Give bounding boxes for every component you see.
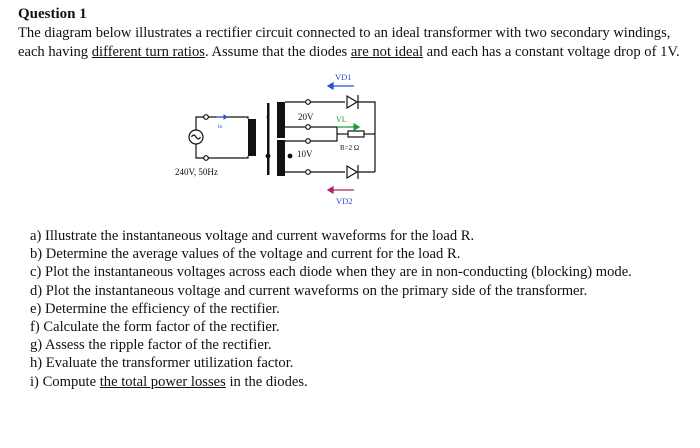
load-resistor-icon bbox=[347, 130, 365, 138]
transformer-primary-winding bbox=[248, 119, 256, 156]
question-list: a) Illustrate the instantaneous voltage … bbox=[30, 227, 690, 391]
question-i-post: in the diodes. bbox=[225, 373, 308, 390]
vd1-arrow-icon bbox=[326, 81, 354, 91]
intro-text-3: and each has a constant voltage drop of … bbox=[423, 44, 680, 60]
question-heading: Question 1 bbox=[18, 6, 87, 22]
is-arrow-icon bbox=[216, 114, 228, 120]
question-i-pre: i) Compute bbox=[30, 373, 100, 390]
question-intro: The diagram below illustrates a rectifie… bbox=[18, 24, 683, 62]
lower-voltage-label: 10V bbox=[297, 149, 313, 159]
intro-text-1: The diagram below illustrates a rectifie… bbox=[18, 25, 671, 60]
question-item-h: h) Evaluate the transformer utilization … bbox=[30, 355, 294, 372]
resistor-label: R=2 Ω bbox=[340, 144, 359, 152]
question-item-c: c) Plot the instantaneous voltages acros… bbox=[30, 264, 632, 281]
ac-sine-glyph bbox=[190, 134, 202, 140]
vl-arrow-icon bbox=[337, 122, 361, 132]
question-item-a: a) Illustrate the instantaneous voltage … bbox=[30, 228, 475, 244]
diode-d2-icon bbox=[346, 164, 359, 180]
question-i-underlined: the total power losses bbox=[99, 373, 226, 390]
question-item-f: f) Calculate the form factor of the rect… bbox=[30, 319, 280, 336]
question-item-i: i) Compute the total power losses in the… bbox=[30, 373, 690, 391]
is-label: is bbox=[218, 124, 223, 130]
upper-voltage-label: 20V bbox=[298, 112, 314, 122]
transformer-upper-secondary bbox=[277, 102, 285, 138]
transformer-lower-secondary bbox=[277, 140, 285, 176]
intro-underlined-not-ideal: are not ideal bbox=[350, 44, 424, 60]
question-item-e: e) Determine the efficiency of the recti… bbox=[30, 300, 280, 317]
intro-text-2: . Assume that the diodes bbox=[204, 44, 351, 60]
question-item-d: d) Plot the instantaneous voltage and cu… bbox=[30, 282, 588, 299]
question-item-g: g) Assess the ripple factor of the recti… bbox=[30, 337, 272, 354]
rectifier-circuit-diagram: VD1 VL R=2 Ω 20V 10V VD2 is 240V, 50Hz bbox=[175, 72, 376, 206]
intro-underlined-turn-ratios: different turn ratios bbox=[91, 44, 205, 60]
question-item-b: b) Determine the average values of the v… bbox=[30, 246, 461, 263]
diode-d1-icon bbox=[346, 94, 359, 110]
vl-label: VL bbox=[336, 115, 347, 124]
source-label: 240V, 50Hz bbox=[175, 167, 218, 177]
vd2-arrow-icon bbox=[326, 185, 354, 195]
transformer-core bbox=[267, 103, 270, 175]
primary-bottom-lead bbox=[195, 144, 249, 159]
vd2-label: VD2 bbox=[336, 196, 353, 206]
vd1-label: VD1 bbox=[335, 72, 352, 82]
